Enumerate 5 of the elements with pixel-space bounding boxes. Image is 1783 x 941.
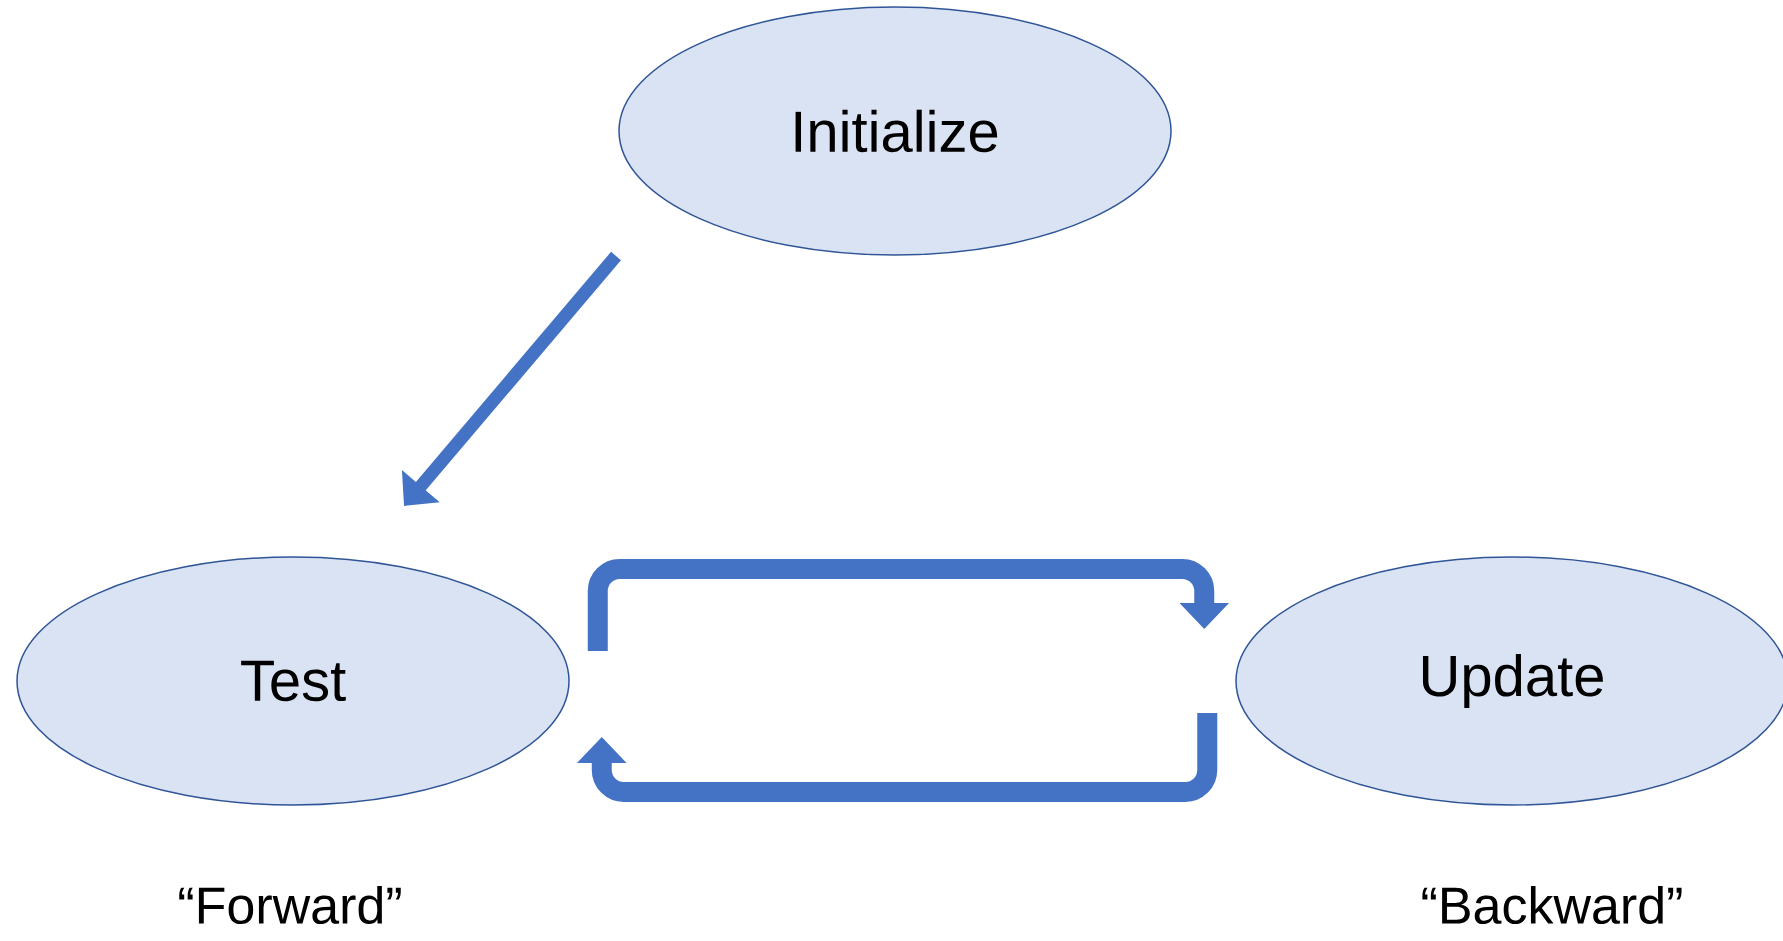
caption-text: “Forward” [179,885,401,925]
ellipse-node: Update [1235,556,1783,806]
ellipse-node: Test [16,556,570,806]
caption-text: “Backward” [1422,885,1682,925]
ellipse-node: Initialize [618,6,1172,256]
